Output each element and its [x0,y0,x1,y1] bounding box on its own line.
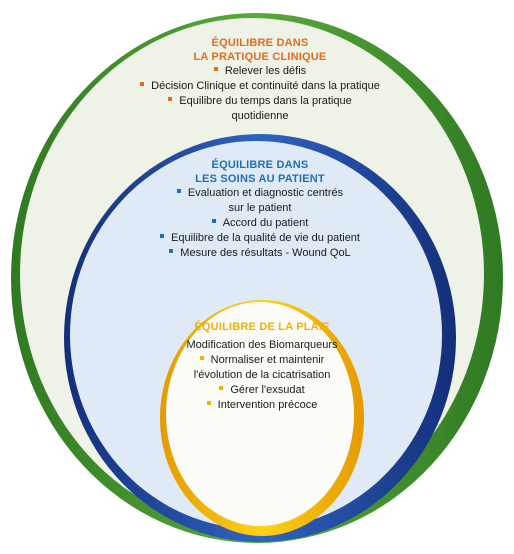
inner-ellipse-fill [166,302,354,526]
bullet-icon [140,82,145,87]
list-item: Intervention précoce [172,398,352,413]
patient-care-section: ÉQUILIBRE DANS LES SOINS AU PATIENT Eval… [140,158,380,261]
bullet-icon [219,386,224,391]
wound-balance-section: ÉQUILIBRE DE LA PLAIE Modification des B… [172,320,352,413]
bullet-icon [176,189,181,194]
bullet-icon [169,249,174,254]
list-item: Equilibre du temps dans la pratique quot… [110,94,410,124]
bullet-icon [211,219,216,224]
list-item: Relever les défis [110,64,410,79]
bullet-icon [213,67,218,72]
list-item: Equilibre de la qualité de vie du patien… [140,231,380,246]
wound-balance-lead: Modification des Biomarqueurs [186,339,338,351]
list-item: Accord du patient [140,216,380,231]
list-item: Normaliser et maintenir l'évolution de l… [193,354,331,381]
bullet-icon [206,401,211,406]
patient-care-title-line2: LES SOINS AU PATIENT [195,173,325,185]
list-item: Gérer l'exsudat [172,383,352,398]
list-item: Mesure des résultats - Wound QoL [140,246,380,261]
bullet-icon [199,356,204,361]
clinical-practice-section: ÉQUILIBRE DANS LA PRATIQUE CLINIQUE Rele… [110,36,410,124]
list-item: Evaluation et diagnostic centrés sur le … [140,186,380,216]
clinical-practice-title-line2: LA PRATIQUE CLINIQUE [193,51,327,63]
list-item: Décision Clinique et continuité dans la … [110,79,410,94]
wound-balance-title: ÉQUILIBRE DE LA PLAIE [194,321,330,333]
clinical-practice-title-line1: ÉQUILIBRE DANS [211,37,309,49]
patient-care-title-line1: ÉQUILIBRE DANS [211,159,309,171]
bullet-icon [168,97,173,102]
bullet-icon [160,234,165,239]
